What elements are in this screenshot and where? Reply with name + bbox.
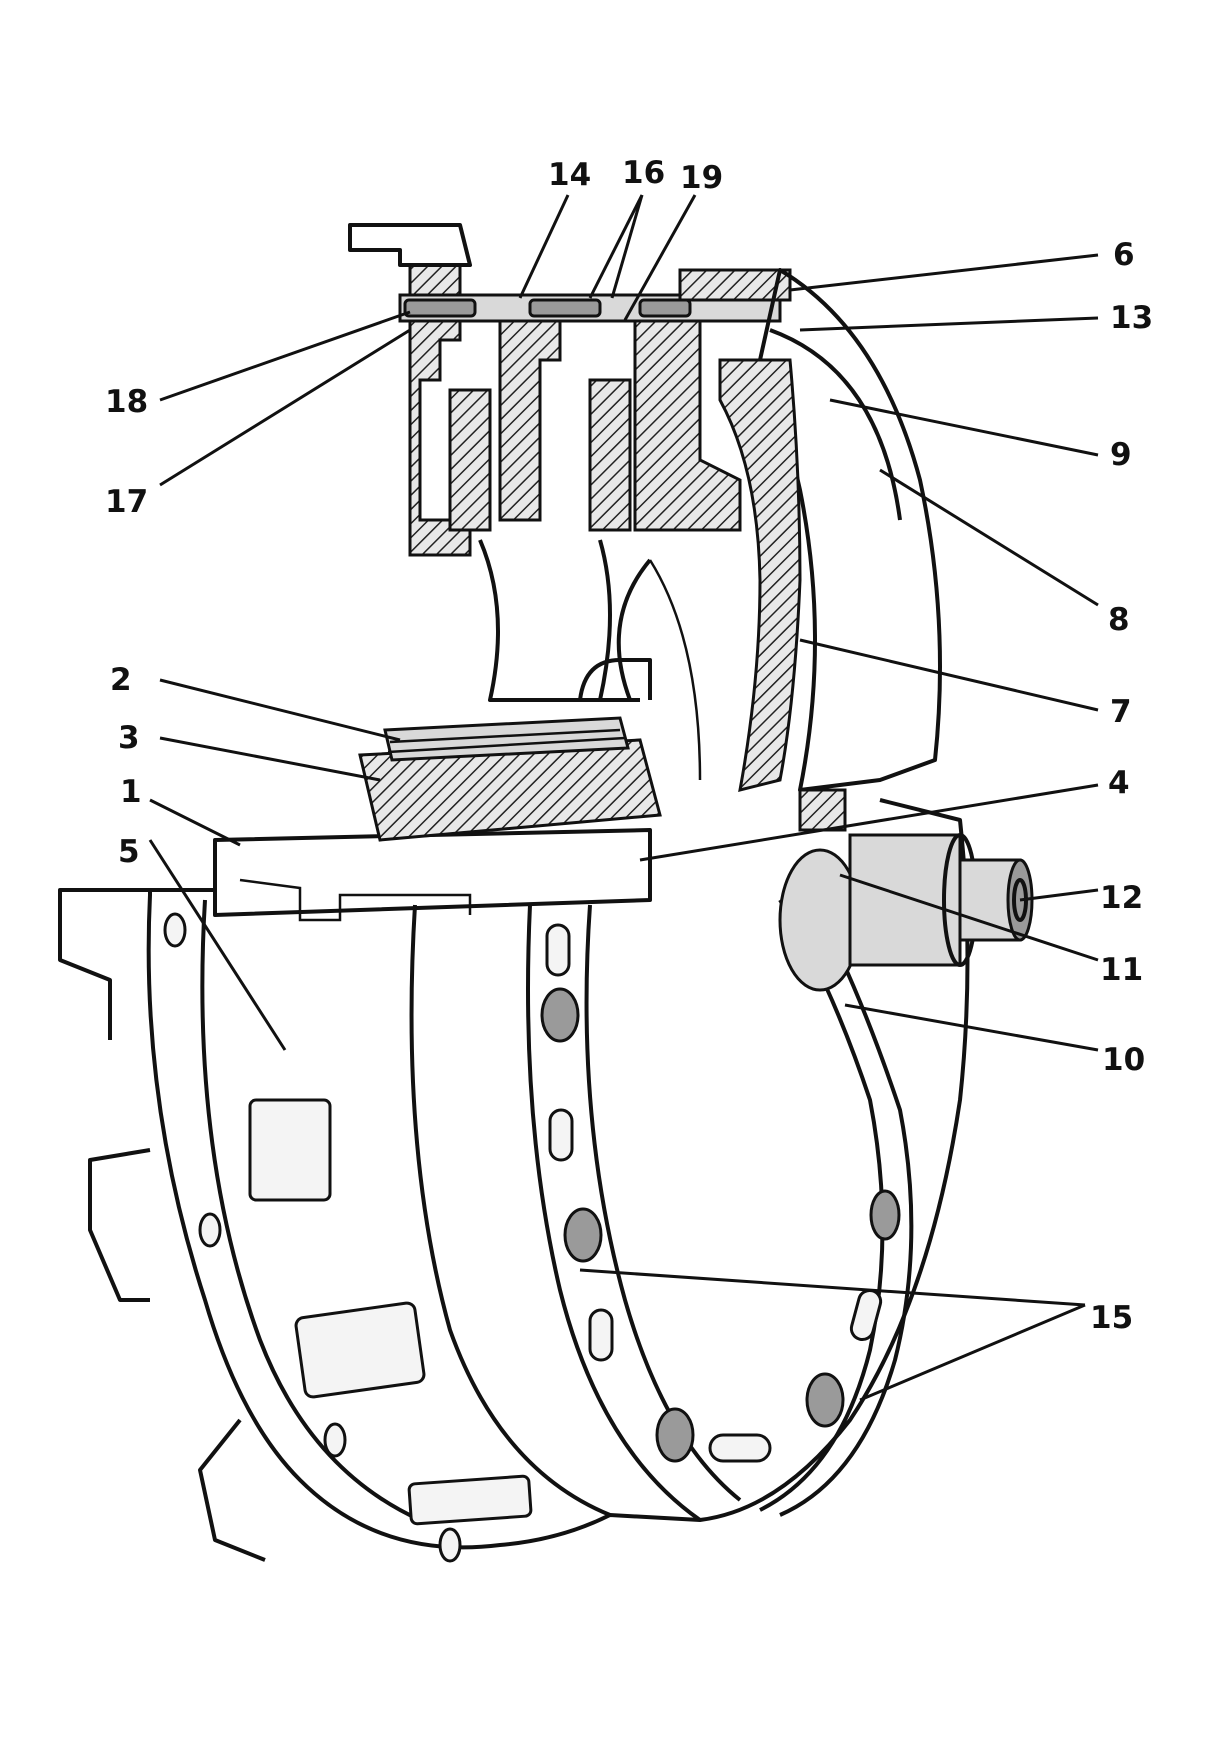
callout-6: 6 bbox=[1113, 237, 1135, 273]
shaft bbox=[213, 828, 652, 922]
stub-shaft bbox=[778, 788, 1034, 992]
callout-3: 3 bbox=[118, 720, 140, 756]
callout-16: 16 bbox=[622, 155, 665, 191]
callout-14: 14 bbox=[548, 157, 591, 193]
callout-8: 8 bbox=[1108, 602, 1130, 638]
callout-4: 4 bbox=[1108, 765, 1130, 801]
callout-13: 13 bbox=[1110, 300, 1153, 336]
callout-19: 19 bbox=[680, 160, 723, 196]
callout-12: 12 bbox=[1100, 880, 1143, 916]
callout-10: 10 bbox=[1102, 1042, 1145, 1078]
callout-11: 11 bbox=[1100, 952, 1143, 988]
callout-17: 17 bbox=[105, 484, 148, 520]
callout-2: 2 bbox=[110, 662, 132, 698]
callout-15: 15 bbox=[1090, 1300, 1133, 1336]
disc-body bbox=[648, 268, 942, 793]
callout-labels: 14 16 19 6 13 18 17 9 8 2 7 3 4 1 5 12 1… bbox=[105, 155, 1153, 1336]
leader-lines bbox=[148, 194, 1099, 1402]
callout-18: 18 bbox=[105, 384, 148, 420]
callout-1: 1 bbox=[120, 774, 142, 810]
housing bbox=[58, 798, 970, 1563]
hub bbox=[358, 716, 662, 842]
callout-5: 5 bbox=[118, 834, 140, 870]
callout-9: 9 bbox=[1110, 437, 1132, 473]
callout-7: 7 bbox=[1110, 694, 1132, 730]
plate-pack bbox=[348, 223, 792, 702]
